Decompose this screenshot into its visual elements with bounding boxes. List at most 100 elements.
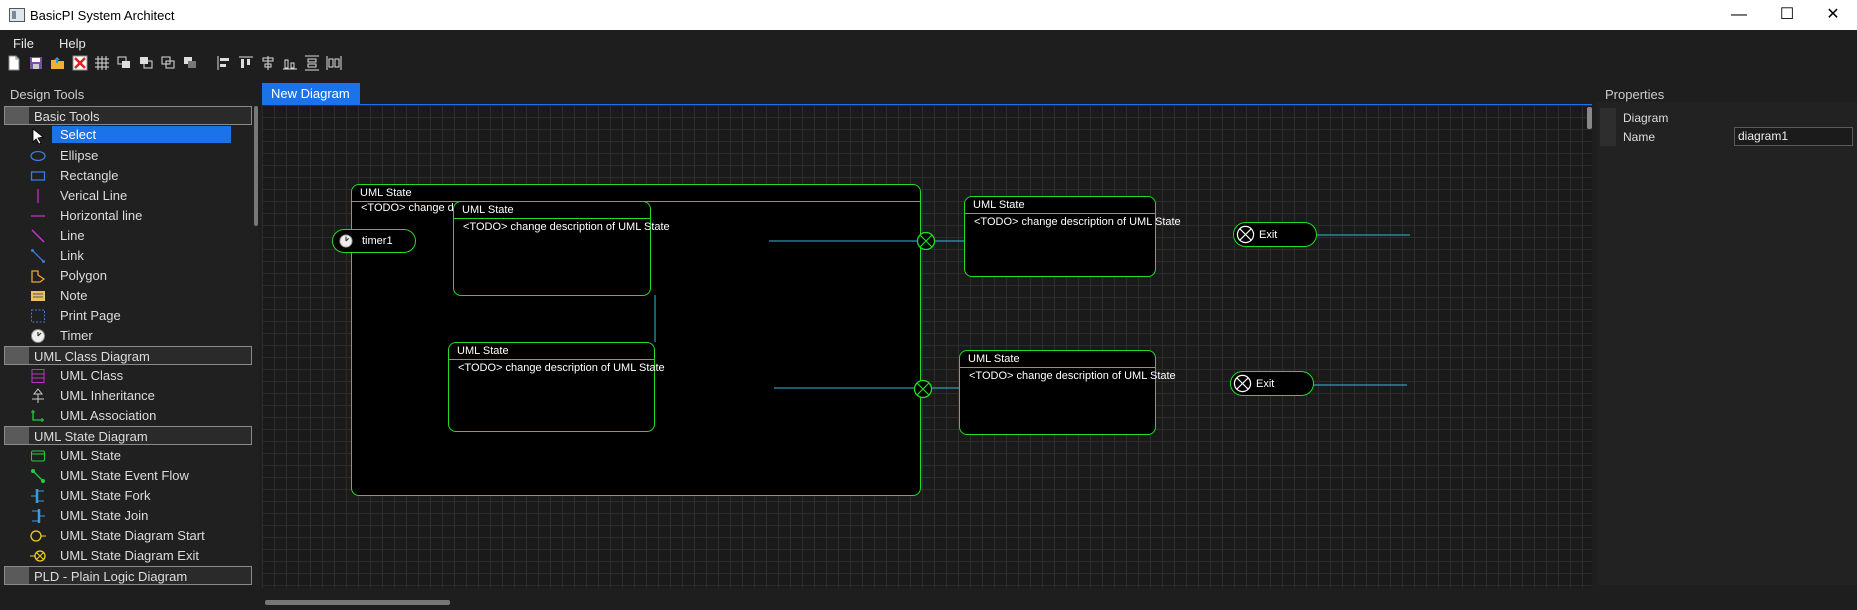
tool-uml-state-event-flow[interactable]: UML State Event Flow [25, 466, 250, 485]
exit-icon [1233, 374, 1252, 393]
distribute-vertical-icon[interactable] [304, 55, 320, 71]
inheritance-icon [32, 388, 44, 403]
align-left-icon[interactable] [216, 55, 232, 71]
diagram-canvas[interactable]: UML State <TODO> change description of U… [262, 105, 1592, 588]
tool-uml-state-fork[interactable]: UML State Fork [25, 486, 250, 505]
bring-forward-icon[interactable] [160, 55, 176, 71]
tool-label: Polygon [60, 268, 107, 283]
maximize-button[interactable]: ☐ [1779, 6, 1795, 23]
tool-vertical-line[interactable]: Verical Line [25, 186, 250, 205]
uml-state-inner-bottom[interactable]: UML State <TODO> change description of U… [448, 342, 665, 432]
tool-label: UML State Join [60, 508, 149, 523]
align-bottom-icon[interactable] [282, 55, 298, 71]
note-icon [31, 291, 45, 301]
tool-label: UML State Event Flow [60, 468, 189, 483]
exit-node-bottom[interactable]: Exit [1230, 371, 1314, 396]
new-file-icon[interactable] [6, 55, 22, 71]
tool-ellipse[interactable]: Ellipse [25, 146, 250, 165]
vertical-line-icon [37, 189, 39, 203]
exit-point-icon[interactable] [913, 379, 933, 399]
align-top-icon[interactable] [238, 55, 254, 71]
diagram-exit-icon [30, 550, 46, 562]
state-description: <TODO> change description of UML State [458, 362, 665, 374]
category-label: UML State Diagram [34, 429, 148, 444]
category-pld[interactable]: PLD - Plain Logic Diagram [4, 566, 252, 585]
tool-uml-state-join[interactable]: UML State Join [25, 506, 250, 525]
timer-element[interactable]: timer1 [332, 229, 416, 253]
tool-timer[interactable]: Timer [25, 326, 250, 345]
exit-label: Exit [1256, 378, 1275, 390]
tool-label: Link [60, 248, 84, 263]
bring-front-icon[interactable] [116, 55, 132, 71]
event-flow-icon [31, 469, 45, 483]
open-folder-icon[interactable] [50, 55, 66, 71]
tool-note[interactable]: Note [25, 286, 250, 305]
state-title: UML State [965, 197, 1155, 214]
tool-uml-inheritance[interactable]: UML Inheritance [25, 386, 250, 405]
property-row-name: Name diagram1 [1600, 127, 1853, 146]
close-button[interactable]: ✕ [1826, 6, 1840, 23]
tool-link[interactable]: Link [25, 246, 250, 265]
canvas-horizontal-scrollbar[interactable] [265, 600, 450, 605]
tool-label: Note [60, 288, 88, 303]
property-section-diagram: Diagram [1600, 108, 1852, 127]
align-center-icon[interactable] [260, 55, 276, 71]
category-uml-state[interactable]: UML State Diagram [4, 426, 252, 445]
uml-state-inner-top[interactable]: UML State <TODO> change description of U… [453, 201, 670, 296]
pointer-icon [32, 128, 44, 144]
state-description: <TODO> change description of UML State [969, 370, 1176, 382]
tool-horizontal-line[interactable]: Horizontal line [25, 206, 250, 225]
tool-label: Rectangle [60, 168, 119, 183]
send-backward-icon[interactable] [182, 55, 198, 71]
state-title: UML State [960, 351, 1155, 368]
diagram-start-icon [30, 530, 46, 542]
tool-uml-state[interactable]: UML State [25, 446, 250, 465]
exit-node-top[interactable]: Exit [1233, 222, 1317, 247]
horizontal-line-icon [31, 215, 45, 217]
tool-label: UML State Fork [60, 488, 151, 503]
tab-new-diagram-1[interactable]: New Diagram 1 [262, 83, 360, 122]
category-uml-class[interactable]: UML Class Diagram [4, 346, 252, 365]
tool-label: UML State Diagram Start [60, 528, 205, 543]
section-label: Diagram [1623, 111, 1669, 125]
uml-state-right-top[interactable]: UML State <TODO> change description of U… [964, 196, 1181, 277]
state-title: UML State [449, 343, 654, 360]
tool-label: Select [52, 126, 231, 143]
minimize-button[interactable]: — [1731, 6, 1747, 23]
toolbar [0, 52, 1857, 76]
menu-help[interactable]: Help [59, 36, 86, 51]
save-icon[interactable] [28, 55, 44, 71]
property-value-input[interactable]: diagram1 [1734, 127, 1853, 146]
uml-class-icon [31, 369, 45, 383]
uml-state-right-bottom[interactable]: UML State <TODO> change description of U… [959, 350, 1176, 435]
tool-label: UML State Diagram Exit [60, 548, 199, 563]
delete-icon[interactable] [72, 55, 88, 71]
design-tools-scrollbar[interactable] [254, 106, 258, 226]
timer-icon [31, 329, 45, 343]
distribute-horizontal-icon[interactable] [326, 55, 342, 71]
fork-icon [31, 489, 44, 503]
join-icon [32, 509, 45, 523]
send-back-icon[interactable] [138, 55, 154, 71]
tool-label: Print Page [60, 308, 121, 323]
properties-panel: Diagram Name diagram1 [1597, 102, 1857, 585]
menu-file[interactable]: File [13, 36, 34, 51]
tool-uml-diagram-exit[interactable]: UML State Diagram Exit [25, 546, 250, 565]
tool-label: Verical Line [60, 188, 128, 203]
association-icon [31, 410, 44, 422]
tool-polygon[interactable]: Polygon [25, 266, 250, 285]
tool-select[interactable]: Select [25, 126, 250, 145]
tool-uml-diagram-start[interactable]: UML State Diagram Start [25, 526, 250, 545]
canvas-vertical-scrollbar[interactable] [1587, 107, 1592, 129]
tool-label: Horizontal line [60, 208, 143, 223]
tool-print-page[interactable]: Print Page [25, 306, 250, 325]
tool-uml-association[interactable]: UML Association [25, 406, 250, 425]
grid-icon[interactable] [94, 55, 110, 71]
property-key: Name [1623, 130, 1656, 144]
exit-point-icon[interactable] [916, 231, 936, 251]
tool-label: Timer [60, 328, 93, 343]
tool-uml-class[interactable]: UML Class [25, 366, 250, 385]
tool-line[interactable]: Line [25, 226, 250, 245]
tool-rectangle[interactable]: Rectangle [25, 166, 250, 185]
category-basic-tools[interactable]: Basic Tools [4, 106, 252, 125]
